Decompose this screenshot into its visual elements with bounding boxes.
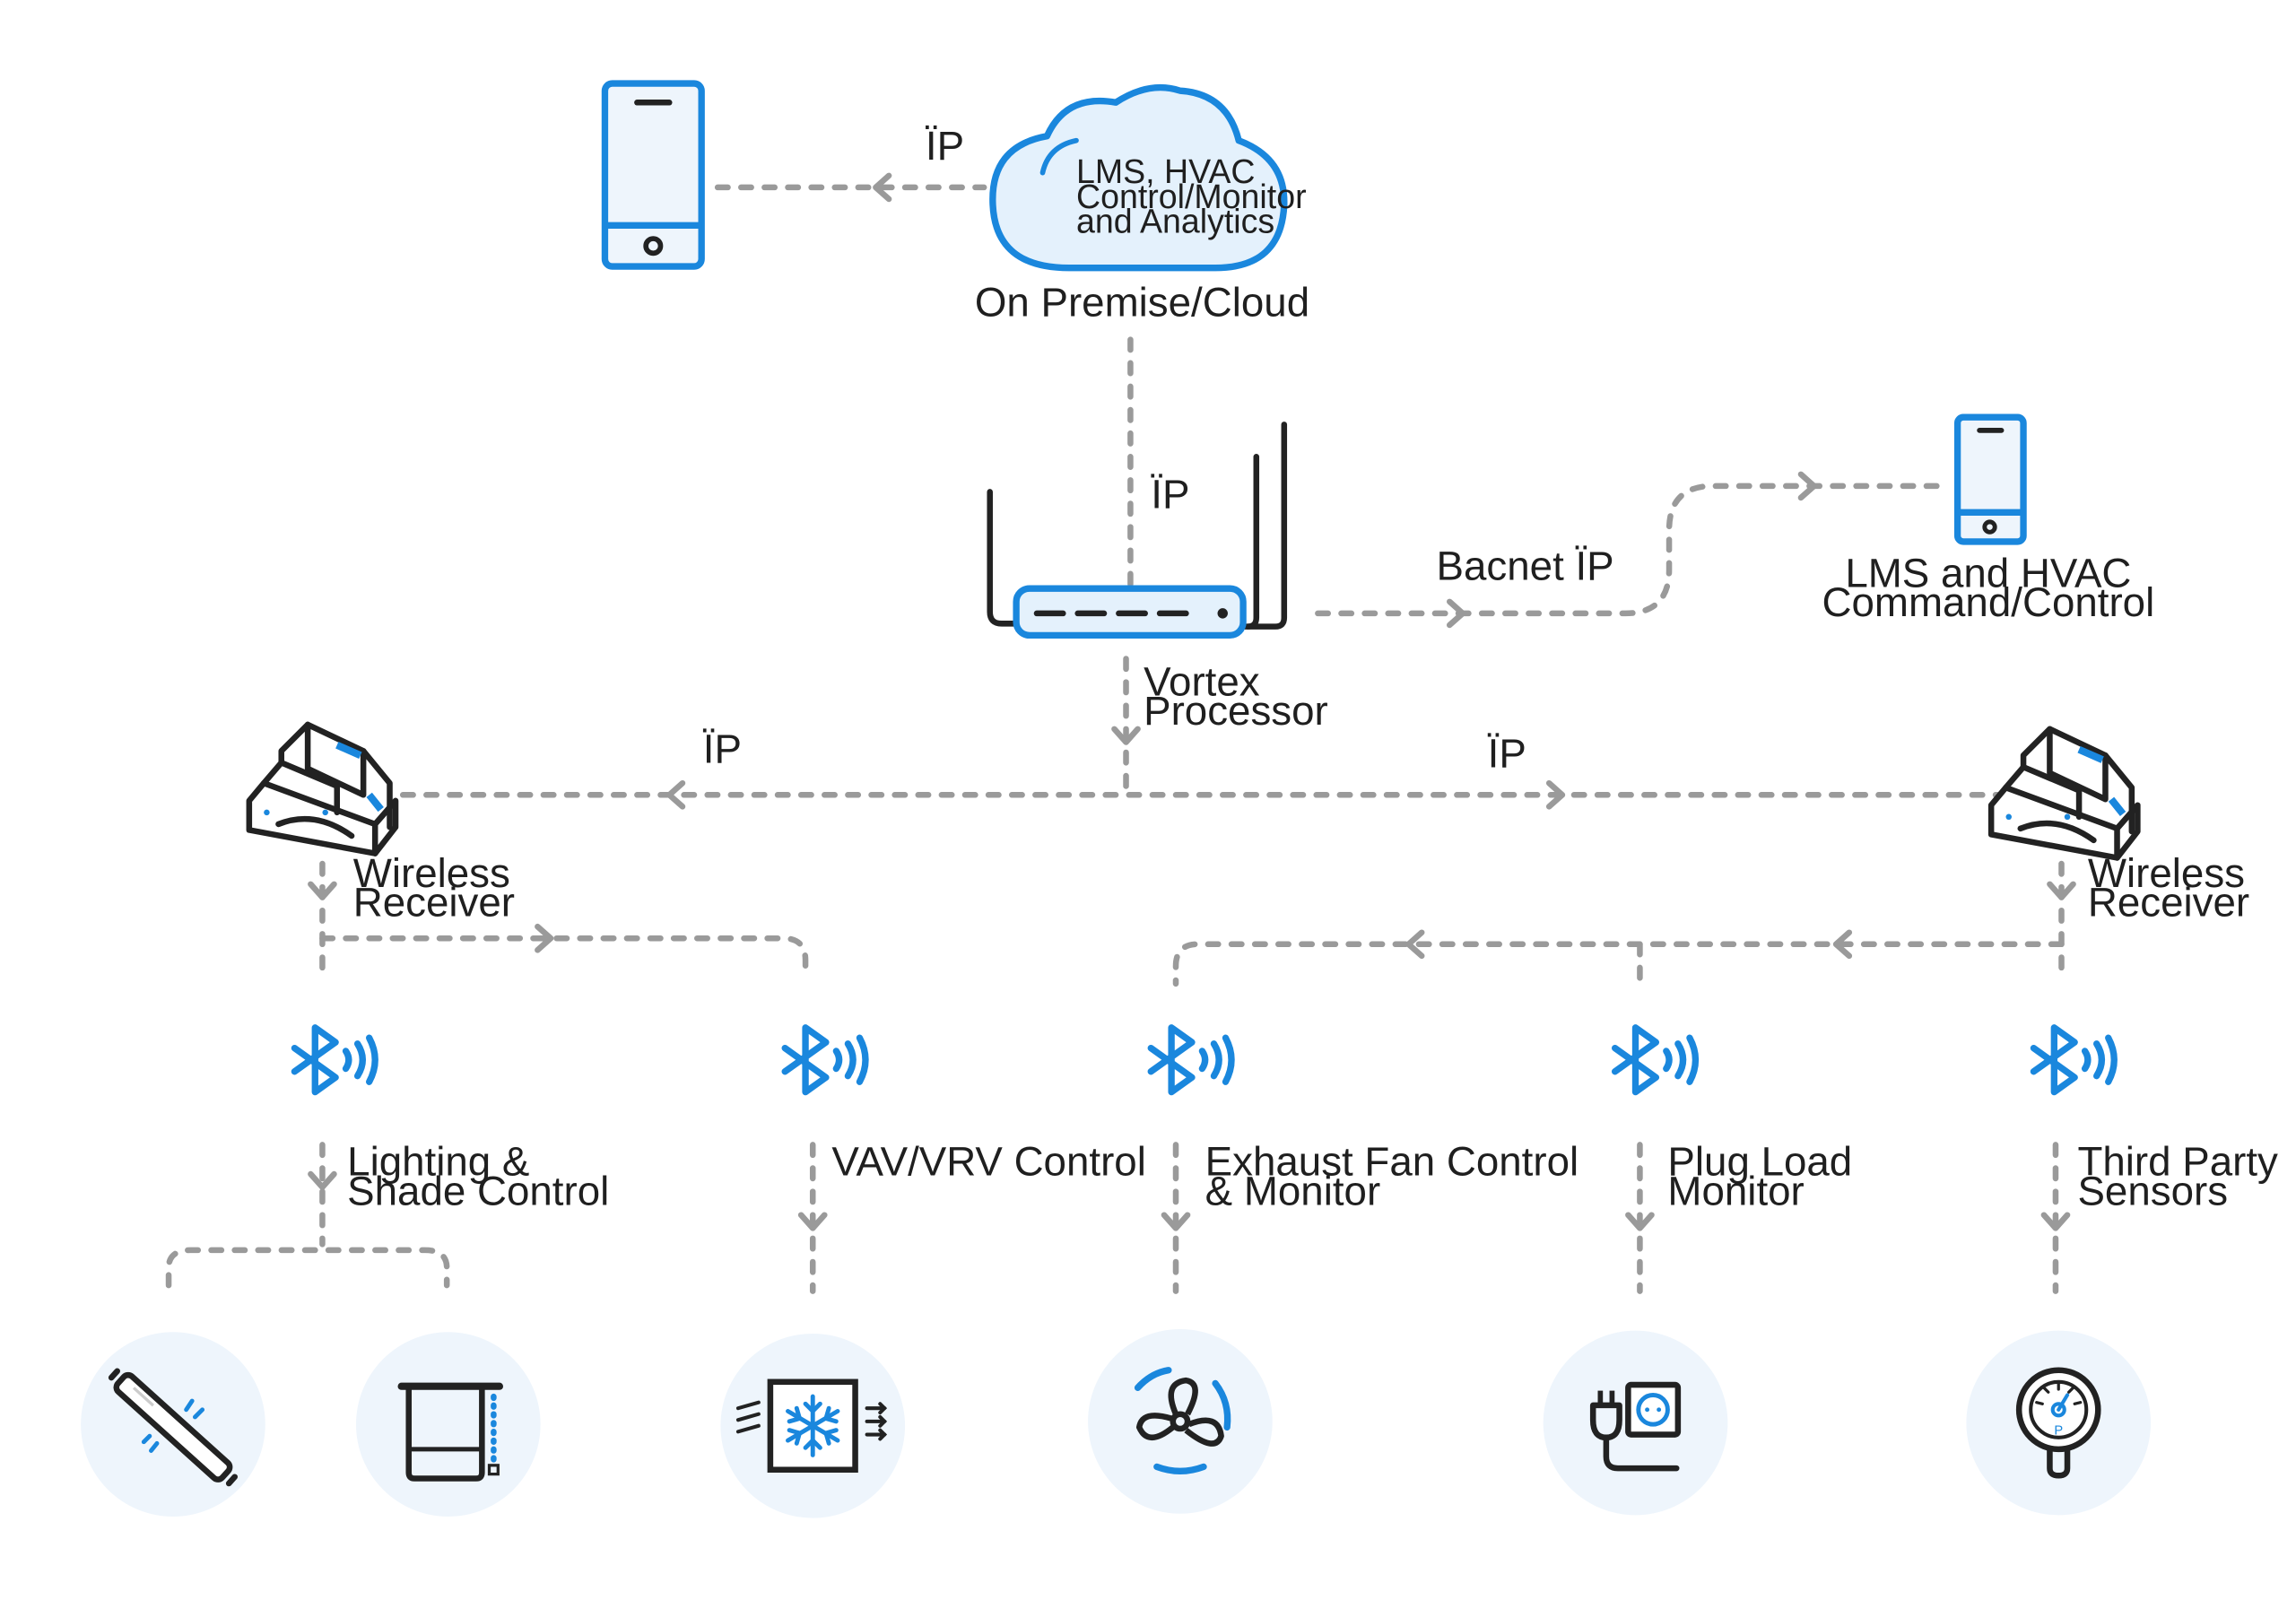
bluetooth-icon-vav [781,1024,869,1096]
bluetooth-icon-exhaust [1147,1024,1235,1096]
cloud-text-2: Control/Monitor [1076,178,1307,215]
lighting-label-1: Lighting & [347,1139,529,1185]
plug-label-2: Monitor [1667,1168,1804,1213]
sensors-label-1: Third Party [2077,1139,2278,1185]
command-phone-icon [1953,413,2027,545]
bacnet-label: Bacnet ÏP [1437,543,1614,588]
cloud-icon [989,83,1288,272]
tube-light-icon [81,1332,265,1517]
arrow-to-bacnet [1446,598,1466,629]
ip-label-router: ÏP [1151,471,1189,517]
router-label-1: Vortex [1144,658,1260,704]
arrow-down-router [1111,726,1141,745]
exhaust-label-2: & Monitor [1205,1168,1381,1213]
receiver-right-label-2: Receiver [2088,880,2249,926]
cloud-text-1: LMS, HVAC [1076,152,1256,190]
command-phone-label-1: LMS and HVAC [1845,551,2131,596]
vav-label: VAV/VRV Control [831,1139,1145,1185]
fan-icon [1088,1329,1273,1514]
connector-lines [165,172,2076,1294]
pressure-gauge-icon: P [1966,1330,2152,1516]
power-plug-icon [1543,1330,1728,1516]
ip-label-phone: ÏP [926,123,964,169]
window-shade-icon [355,1332,541,1517]
bluetooth-icon-plug [1612,1024,1700,1096]
arrow-to-left-receiver [666,779,686,810]
arrow-to-right-receiver [1545,779,1566,810]
router-label-2: Processor [1144,688,1328,734]
lighting-label-2: Shade Control [347,1168,609,1213]
plug-label-1: Plug Load [1667,1139,1852,1185]
smartphone-icon [601,80,705,270]
receiver-left-label-2: Receiver [353,880,515,926]
receiver-left-label-1: Wireless [353,850,510,896]
hvac-unit-icon [720,1333,906,1518]
sensors-label-2: Sensors [2077,1168,2228,1213]
command-phone-label-2: Command/Control [1822,579,2155,625]
wireless-receiver-icon-left [246,721,399,857]
bluetooth-icon-sensors [2030,1024,2118,1096]
arrow-to-phone [873,172,892,203]
ip-label-right: ÏP [1488,730,1526,776]
ip-label-left: ÏP [703,726,742,771]
bluetooth-icon-lighting [291,1024,378,1096]
arrow-to-command-phone [1797,471,1817,501]
wireless-receiver-icon-right [1987,726,2141,861]
cloud-caption: On Premise/Cloud [975,280,1309,326]
cloud-text-3: and Analytics [1076,203,1274,240]
receiver-right-label-1: Wireless [2088,850,2245,896]
router-icon [987,422,1288,639]
exhaust-label-1: Exhaust Fan Control [1205,1139,1578,1185]
gauge-letter: P [2054,1424,2063,1439]
